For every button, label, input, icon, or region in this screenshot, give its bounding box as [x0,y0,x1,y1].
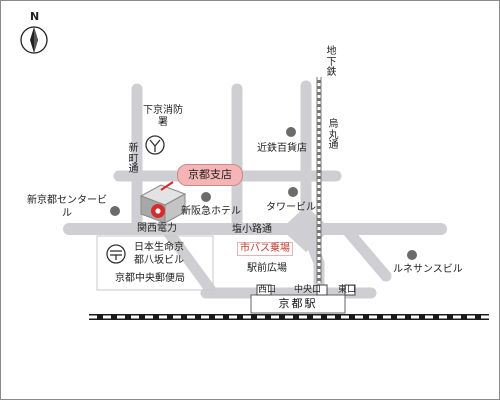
road-se [340,223,392,282]
station-plaza-label: 駅前広場 [247,263,287,274]
kepco-label: 関西電力 [137,223,177,234]
north-arrow-icon [20,26,48,54]
east-gate-label: 東口 [338,285,357,295]
dot-kintetsu [286,127,296,137]
shinmachi-street-label: 新町通 [128,143,139,175]
east-gate-icon [344,284,356,296]
karasuma-street-label: 烏丸通 [328,119,339,151]
station-building [250,294,346,314]
kepco-building-icon [139,181,187,224]
central-gate-label: 中央口 [294,285,322,295]
kyoto-station-label: 京都駅 [278,297,318,310]
west-gate-label: 西口 [258,285,277,295]
renaissance-building-label: ルネサンスビル [393,264,463,275]
fire-station-label: 下京消防署 [143,105,183,128]
post-office-block [96,235,214,291]
dot-tower [288,187,298,197]
west-gate-icon [256,284,272,296]
dot-shin-hankyu [201,192,211,202]
nissay-building-label: 日本生命京都八坂ビル [134,242,184,266]
tower-building-label: タワービル [266,202,316,213]
central-gate-icon [316,284,328,296]
fire-station-icon [145,135,165,155]
subway-label: 地下鉄 [326,46,337,78]
bus-stop-label: 市バス乗場 [237,242,293,256]
post-office-label: 京都中央郵便局 [115,273,185,284]
landmark-dots [110,127,417,260]
kyoto-branch-badge[interactable]: 京都支店 [177,164,243,186]
dot-lune [407,250,417,260]
dot-shinkyoto [110,206,120,216]
compass-letter: N [30,10,40,23]
shiokoji-street-label: 塩小路通 [232,224,272,235]
shin-hankyu-label: 新阪急ホテル [181,206,241,217]
kintetsu-label: 近鉄百貨店 [257,143,307,154]
road-sw [160,223,219,299]
shinkyoto-center-label: 新京都センタービル [27,195,107,219]
road-network [63,80,447,299]
railway [89,314,489,320]
post-office-icon [106,244,126,264]
